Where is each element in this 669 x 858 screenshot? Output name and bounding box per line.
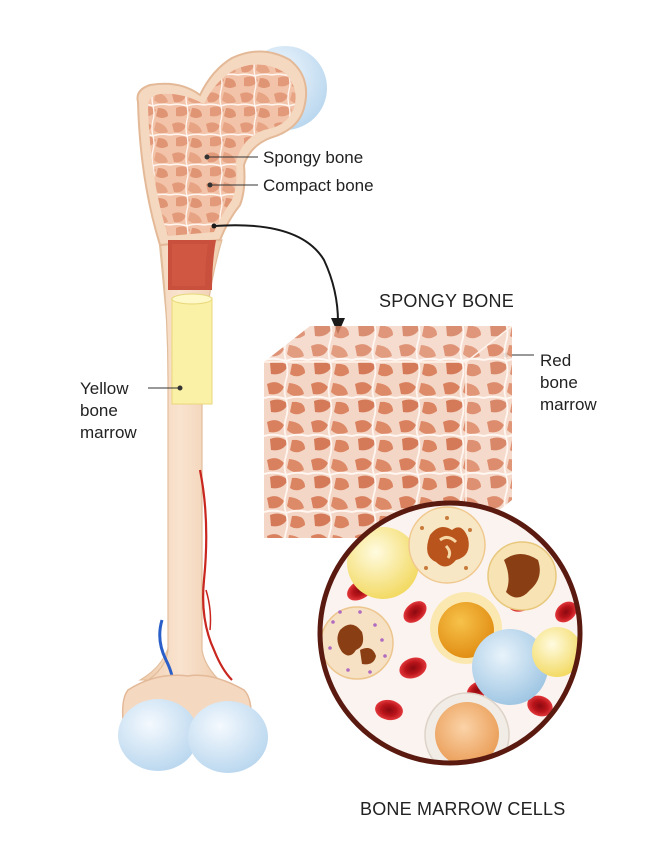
zoom-arrow	[211, 223, 345, 334]
red-blood-cell	[375, 699, 403, 721]
spongy-bone-region	[148, 64, 296, 236]
small-yellow-cell	[532, 627, 580, 677]
marrow-cells-circle	[317, 500, 583, 766]
artery	[198, 469, 233, 681]
lateral-condyle-cartilage	[118, 699, 198, 771]
leader-lines	[148, 154, 534, 391]
title-spongy-bone: SPONGY BONE	[379, 291, 514, 311]
marrow-circle-border	[317, 500, 583, 766]
red-blood-cell	[527, 695, 553, 717]
label-yellow-marrow-line1: Yellow	[80, 379, 129, 398]
label-compact-bone: Compact bone	[263, 176, 374, 195]
medial-condyle-cartilage	[188, 701, 268, 773]
block-top-face	[264, 326, 512, 362]
label-red-marrow-line2: bone	[540, 373, 578, 392]
red-blood-cell	[403, 601, 427, 623]
label-spongy-bone: Spongy bone	[263, 148, 364, 167]
block-right-face	[466, 326, 512, 536]
label-yellow-marrow-line3: marrow	[80, 423, 137, 442]
fat-cell	[347, 527, 419, 599]
title-bone-marrow-cells: BONE MARROW CELLS	[360, 799, 566, 819]
femur-bone	[118, 46, 327, 773]
lymphocyte	[472, 629, 548, 705]
red-blood-cell	[399, 657, 427, 679]
label-yellow-marrow-line2: bone	[80, 401, 118, 420]
label-red-marrow-line3: marrow	[540, 395, 597, 414]
red-blood-cell	[555, 601, 577, 623]
label-red-marrow-line1: Red	[540, 351, 572, 370]
